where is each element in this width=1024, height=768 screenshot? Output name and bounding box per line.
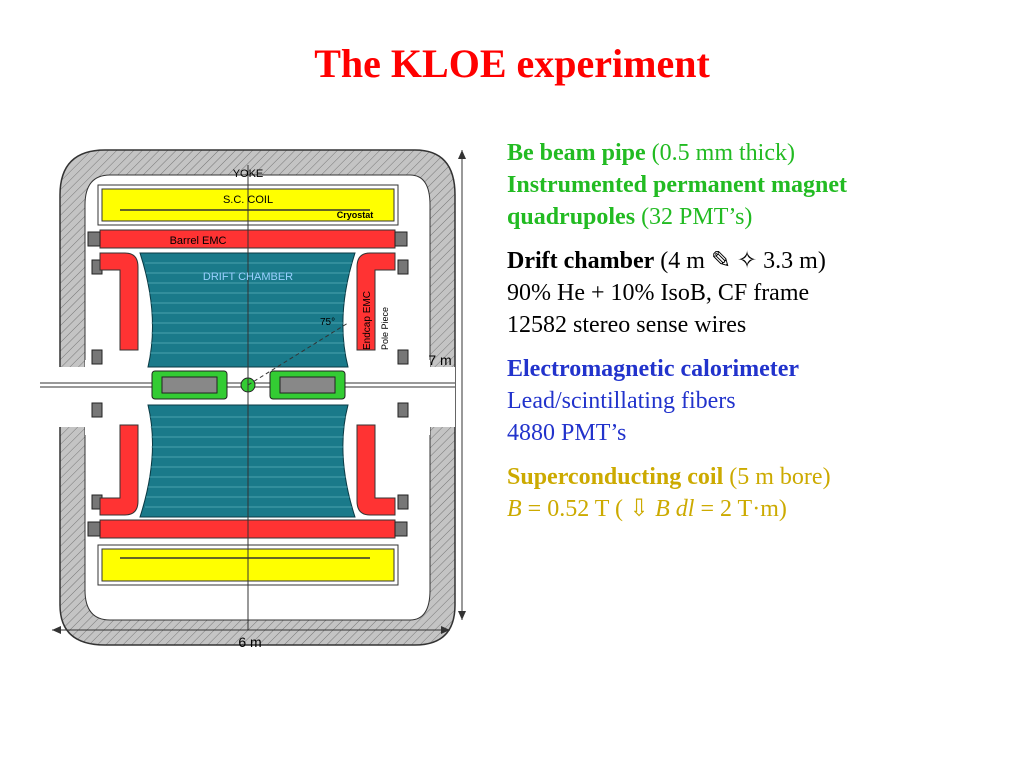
calorimeter-pmts: 4880 PMT’s — [507, 420, 627, 446]
calorimeter-material: Lead/scintillating fibers — [507, 388, 736, 414]
coil-field-value: = 0.52 T ( ⇩ — [521, 496, 656, 522]
page-title: The KLOE experiment — [314, 41, 710, 86]
kloe-detector-diagram: YOKE S.C. COIL Cryostat Barrel EMC DRIFT… — [40, 149, 466, 650]
coil-title: Superconducting coil — [507, 464, 724, 490]
coil-block: Superconducting coil (5 m bore) B = 0.52… — [507, 461, 1012, 525]
beam-pipe-detail: (0.5 mm thick) — [645, 140, 795, 166]
magnet-title-line2: quadrupoles — [507, 204, 636, 230]
label-cryostat: Cryostat — [337, 210, 374, 220]
label-coil: S.C. COIL — [223, 194, 273, 206]
magnet-title-line1: Instrumented permanent magnet — [507, 172, 847, 198]
coil-field-integral: = 2 T·m) — [694, 496, 787, 522]
description-panel: Be beam pipe (0.5 mm thick) Instrumented… — [507, 137, 1012, 537]
label-barrel-emc: Barrel EMC — [170, 235, 227, 247]
endcap-emc-top-left — [99, 252, 139, 351]
drift-chamber-detail: (4 m ✎ ✧ 3.3 m) — [654, 248, 826, 274]
coil-field-b: B — [507, 496, 522, 522]
drift-chamber-wires: 12582 stereo sense wires — [507, 312, 747, 338]
endcap-emc-top-right — [356, 252, 396, 351]
calorimeter-title: Electromagnetic calorimeter — [507, 356, 800, 382]
endcap-emc-bottom-right — [356, 424, 396, 516]
label-height: 7 m — [428, 352, 451, 368]
endcap-emc-bottom-left — [99, 424, 139, 516]
drift-chamber-gas: 90% He + 10% IsoB, CF frame — [507, 280, 810, 306]
beam-pipe-block: Be beam pipe (0.5 mm thick) Instrumented… — [507, 137, 1012, 233]
label-drift-chamber: DRIFT CHAMBER — [203, 271, 293, 283]
coil-field-bdl: B dl — [655, 496, 695, 522]
label-yoke: YOKE — [233, 168, 264, 180]
label-pole-piece: Pole Piece — [380, 307, 390, 350]
coil-field: B = 0.52 T ( ⇩ B dl = 2 T·m) — [507, 493, 1012, 525]
label-endcap-emc: Endcap EMC — [362, 291, 373, 350]
calorimeter-block: Electromagnetic calorimeter Lead/scintil… — [507, 353, 1012, 449]
drift-chamber-block: Drift chamber (4 m ✎ ✧ 3.3 m) 90% He + 1… — [507, 245, 1012, 341]
label-angle: 75° — [320, 317, 335, 328]
beam-pipe-title: Be beam pipe — [507, 140, 646, 166]
coil-detail: (5 m bore) — [723, 464, 831, 490]
label-width: 6 m — [238, 634, 261, 650]
magnet-detail: (32 PMT’s) — [635, 204, 753, 230]
drift-chamber-title: Drift chamber — [507, 248, 655, 274]
